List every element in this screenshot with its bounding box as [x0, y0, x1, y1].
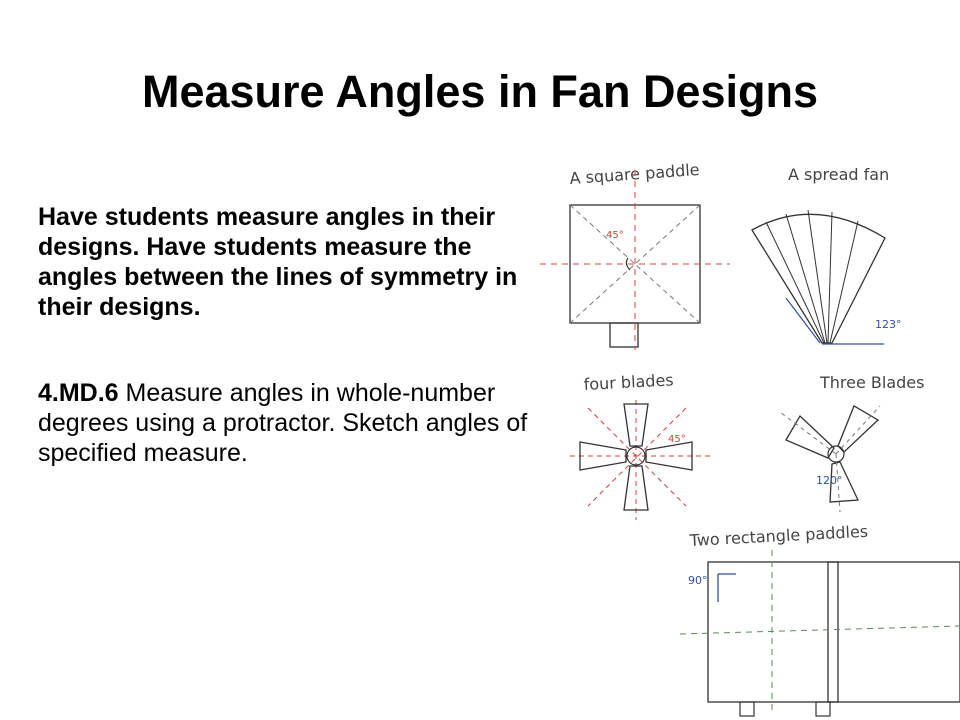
angle-ray: [785, 297, 821, 344]
hub: [827, 445, 845, 463]
spread-fan-label: A spread fan: [788, 165, 889, 184]
four-angle-label: 45°: [668, 434, 686, 445]
blade: [623, 403, 649, 447]
blade: [829, 461, 859, 503]
symmetry-line: [835, 453, 841, 513]
slide-title: Measure Angles in Fan Designs: [141, 66, 818, 117]
symmetry-line: [835, 405, 881, 455]
spread-angle-label: 123°: [875, 318, 902, 331]
square-angle-label: 45°: [606, 230, 624, 241]
diagonal-line: [569, 204, 701, 324]
symmetry-line: [679, 625, 960, 635]
paddle-handle: [739, 701, 755, 717]
fan-rib: [807, 209, 828, 344]
sketch-drawing: A square paddle 45° A spread fan: [540, 160, 960, 717]
hub: [626, 446, 646, 466]
diagonal-line: [569, 204, 701, 324]
three-blades-label: Three Blades: [819, 373, 924, 392]
fan-rib: [829, 220, 859, 344]
slide-body: Have students measure angles in their de…: [38, 202, 528, 468]
standard-code: 4.MD.6: [38, 379, 119, 407]
standard-text: Measure angles in whole-number degrees u…: [38, 379, 528, 467]
fan-rib: [765, 221, 825, 344]
paddle-handle: [815, 701, 831, 717]
spread-fan-sketch: A spread fan 123°: [751, 165, 902, 345]
angle-arc: [625, 257, 631, 271]
fan-rib: [827, 211, 833, 344]
symmetry-line: [779, 411, 837, 455]
blade: [785, 414, 835, 459]
instruction-paragraph: Have students measure angles in their de…: [38, 203, 518, 321]
four-blades-sketch: four blades 45°: [570, 370, 710, 520]
three-angle-label: 120°: [816, 474, 843, 487]
two-rect-paddles-sketch: Two rectangle paddles 90°: [679, 522, 960, 717]
three-blades-sketch: Three Blades 120°: [779, 373, 924, 513]
blade: [837, 405, 880, 453]
blade: [645, 441, 693, 471]
square-paddle-sketch: A square paddle 45°: [540, 160, 730, 350]
blade: [579, 441, 627, 471]
rect-angle-label: 90°: [688, 574, 708, 587]
fan-design-sketches: A square paddle 45° A spread fan: [540, 150, 960, 720]
paddle: [707, 561, 839, 703]
fan-rib: [785, 213, 826, 344]
paddle: [827, 561, 960, 703]
four-blades-label: four blades: [583, 370, 674, 394]
standard-paragraph: 4.MD.6 Measure angles in whole-number de…: [38, 378, 528, 468]
blade: [623, 465, 649, 511]
two-rect-label: Two rectangle paddles: [688, 522, 868, 550]
square-paddle-handle: [609, 322, 639, 348]
